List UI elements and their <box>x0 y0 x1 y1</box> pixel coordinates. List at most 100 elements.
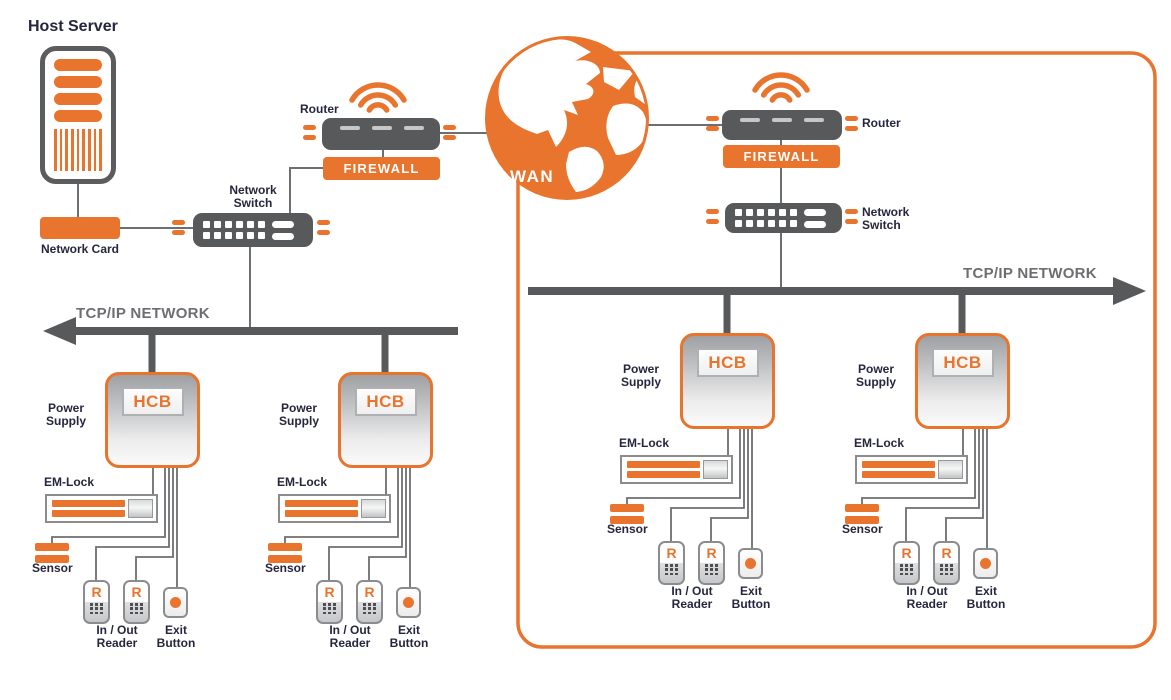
reader-letter: R <box>901 544 912 561</box>
sensor-label: Sensor <box>842 522 883 536</box>
out-reader: R <box>933 541 960 585</box>
right-tcpip-bus <box>528 277 1146 333</box>
right-network-switch <box>725 203 842 233</box>
em-lock-armature-icon <box>938 460 963 479</box>
left-switch-label: Network Switch <box>229 183 277 210</box>
access-group: HCB Power Supply EM-Lock Sensor R R In /… <box>263 372 473 662</box>
keypad-icon <box>129 603 144 615</box>
switch-uplink-icon <box>804 208 826 228</box>
server-vents-icon <box>53 129 103 171</box>
power-supply-label: Power Supply <box>45 401 86 428</box>
keypad-icon <box>939 564 954 576</box>
hcb-label: HCB <box>696 348 759 377</box>
reader-letter: R <box>706 544 717 561</box>
keypad-icon <box>362 603 377 615</box>
power-supply-label: Power Supply <box>620 362 661 389</box>
sensor-label: Sensor <box>265 561 306 575</box>
exit-button-label: Exit Button <box>966 584 1006 611</box>
exit-button-dot-icon <box>403 597 414 608</box>
exit-button-label: Exit Button <box>156 623 196 650</box>
left-router-label: Router <box>300 102 339 116</box>
group-wiring <box>51 468 178 587</box>
group-wiring <box>861 429 988 548</box>
in-out-reader-label: In / Out Reader <box>906 584 948 611</box>
left-firewall: FIREWALL <box>323 157 440 180</box>
hcb-label: HCB <box>931 348 994 377</box>
link-dashes-icon <box>845 116 858 131</box>
exit-button-label: Exit Button <box>731 584 771 611</box>
power-supply-label: Power Supply <box>278 401 319 428</box>
em-lock-label: EM-Lock <box>44 475 95 489</box>
power-supply-label: Power Supply <box>855 362 896 389</box>
left-network-switch <box>193 213 313 247</box>
reader-letter: R <box>666 544 677 561</box>
em-lock-device <box>278 494 391 523</box>
in-out-reader-label: In / Out Reader <box>671 584 713 611</box>
em-lock-armature-icon <box>128 499 153 518</box>
exit-button-dot-icon <box>170 597 181 608</box>
switch-uplink-icon <box>272 220 294 240</box>
access-group: HCB Power Supply EM-Lock Sensor R R In /… <box>840 333 1050 623</box>
link-dashes-icon <box>172 220 185 235</box>
em-lock-label: EM-Lock <box>277 475 328 489</box>
door-sensor <box>35 543 69 563</box>
wan-label: WAN <box>510 167 554 186</box>
reader-letter: R <box>364 583 375 600</box>
host-server-label: Host Server <box>28 18 118 35</box>
right-router <box>722 110 842 140</box>
hcb-controller: HCB <box>680 333 775 429</box>
exit-button <box>738 548 763 579</box>
exit-button-dot-icon <box>980 558 991 569</box>
link-dashes-icon <box>317 220 330 235</box>
exit-button <box>973 548 998 579</box>
exit-button <box>163 587 188 618</box>
left-bus-arrow-icon <box>43 317 76 345</box>
switch-ports-icon <box>735 209 797 227</box>
hcb-label: HCB <box>121 387 184 416</box>
host-server-tower <box>40 46 116 184</box>
wan-globe-icon: WAN <box>485 36 649 200</box>
exit-button-dot-icon <box>745 558 756 569</box>
in-reader: R <box>658 541 685 585</box>
keypad-icon <box>89 603 104 615</box>
in-reader: R <box>316 580 343 624</box>
em-lock-device <box>855 455 968 484</box>
keypad-icon <box>899 564 914 576</box>
left-bus-label: TCP/IP NETWORK <box>76 305 210 322</box>
exit-button-label: Exit Button <box>389 623 429 650</box>
wifi-icon <box>349 82 407 113</box>
hcb-label: HCB <box>354 387 417 416</box>
link-dashes-icon <box>706 209 719 224</box>
keypad-icon <box>664 564 679 576</box>
left-tcpip-bus <box>43 317 458 372</box>
right-switch-label: Network Switch <box>862 205 910 232</box>
link-dashes-icon <box>303 125 316 140</box>
in-out-reader-label: In / Out Reader <box>96 623 138 650</box>
in-out-reader-label: In / Out Reader <box>329 623 371 650</box>
out-reader: R <box>698 541 725 585</box>
door-sensor <box>845 504 879 524</box>
group-wiring <box>626 429 753 548</box>
em-lock-device <box>45 494 158 523</box>
out-reader: R <box>123 580 150 624</box>
hcb-controller: HCB <box>105 372 200 468</box>
in-reader: R <box>83 580 110 624</box>
reader-letter: R <box>91 583 102 600</box>
reader-letter: R <box>131 583 142 600</box>
access-group: HCB Power Supply EM-Lock Sensor R R In /… <box>605 333 815 623</box>
group-wiring <box>284 468 411 587</box>
switch-ports-icon <box>203 221 265 239</box>
em-lock-device <box>620 455 733 484</box>
reader-letter: R <box>941 544 952 561</box>
right-router-label: Router <box>862 116 901 130</box>
link-dashes-icon <box>706 116 719 131</box>
link-dashes-icon <box>443 125 456 140</box>
door-sensor <box>268 543 302 563</box>
em-lock-label: EM-Lock <box>619 436 670 450</box>
door-sensor <box>610 504 644 524</box>
in-reader: R <box>893 541 920 585</box>
right-firewall: FIREWALL <box>723 145 840 168</box>
keypad-icon <box>322 603 337 615</box>
access-group: HCB Power Supply EM-Lock Sensor R R In /… <box>30 372 240 662</box>
